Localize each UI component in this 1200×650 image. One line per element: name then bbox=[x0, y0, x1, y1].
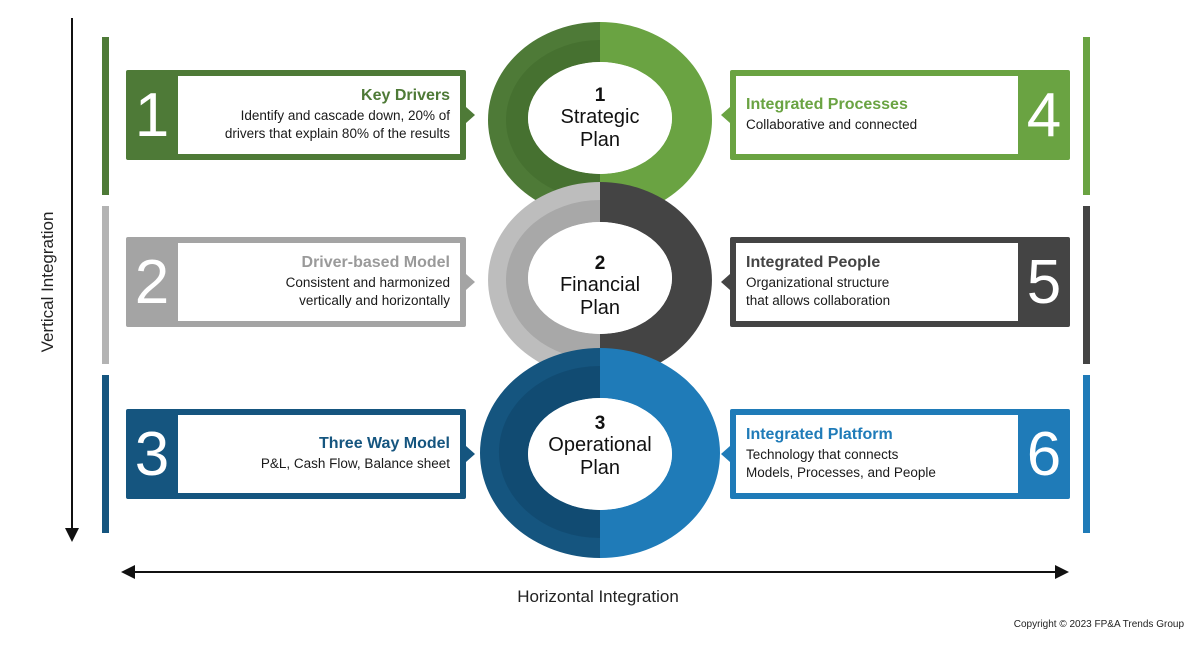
box-title: Integrated Processes bbox=[746, 96, 908, 113]
right-arrow-icon bbox=[1055, 565, 1069, 579]
plan-number: 3 bbox=[594, 413, 606, 434]
box-card: Three Way Model P&L, Cash Flow, Balance … bbox=[178, 415, 460, 493]
box-desc-line1: P&L, Cash Flow, Balance sheet bbox=[260, 456, 450, 471]
box-number: 6 bbox=[1026, 419, 1062, 489]
vertical-axis-label: Vertical Integration bbox=[38, 211, 57, 353]
box-key-drivers: 1 Key Drivers Identify and cascade down,… bbox=[126, 70, 466, 160]
box-number: 3 bbox=[134, 419, 170, 489]
box-driver-based-model: 2 Driver-based Model Consistent and harm… bbox=[126, 237, 466, 327]
right-bar-dark bbox=[1083, 206, 1090, 364]
box-desc-line1: Consistent and harmonized bbox=[285, 275, 450, 290]
pointer-arrow-icon bbox=[466, 107, 475, 123]
financial-plan-ring bbox=[488, 182, 712, 378]
box-integrated-processes: 4 Integrated Processes Collaborative and… bbox=[730, 70, 1070, 160]
box-integrated-platform: 6 Integrated Platform Technology that co… bbox=[730, 409, 1070, 499]
right-bar-green bbox=[1083, 37, 1090, 195]
box-number: 5 bbox=[1026, 247, 1062, 317]
box-card: Key Drivers Identify and cascade down, 2… bbox=[178, 76, 460, 154]
down-arrow-icon bbox=[65, 528, 79, 542]
strategic-plan-label: 1 Strategic Plan bbox=[530, 86, 670, 152]
plan-name-line1: Strategic bbox=[560, 106, 640, 128]
financial-plan-label: 2 Financial Plan bbox=[530, 254, 670, 320]
copyright-text: Copyright © 2023 FP&A Trends Group bbox=[1013, 619, 1184, 630]
plan-name-line1: Financial bbox=[559, 274, 641, 296]
box-desc-line1: Technology that connects bbox=[746, 447, 899, 462]
left-bar-blue bbox=[102, 375, 109, 533]
pointer-arrow-icon bbox=[466, 274, 475, 290]
left-bar-green bbox=[102, 37, 109, 195]
right-bar-blue bbox=[1083, 375, 1090, 533]
operational-plan-ring bbox=[480, 348, 720, 558]
plan-name-line1: Operational bbox=[548, 434, 652, 456]
box-desc-line1: Collaborative and connected bbox=[746, 117, 918, 132]
plan-number: 2 bbox=[594, 253, 606, 274]
box-number: 4 bbox=[1026, 80, 1062, 150]
box-integrated-people: 5 Integrated People Organizational struc… bbox=[730, 237, 1070, 327]
box-title: Integrated Platform bbox=[746, 426, 893, 443]
vertical-axis-line bbox=[71, 18, 73, 532]
box-card: Integrated Processes Collaborative and c… bbox=[736, 76, 1018, 154]
box-title: Key Drivers bbox=[361, 87, 450, 104]
box-desc-line2: drivers that explain 80% of the results bbox=[224, 126, 450, 141]
box-title: Driver-based Model bbox=[301, 254, 450, 271]
box-desc-line2: Models, Processes, and People bbox=[746, 465, 936, 480]
box-card: Driver-based Model Consistent and harmon… bbox=[178, 243, 460, 321]
left-bar-gray bbox=[102, 206, 109, 364]
box-number: 2 bbox=[134, 247, 170, 317]
box-card: Integrated People Organizational structu… bbox=[736, 243, 1018, 321]
box-desc-line1: Organizational structure bbox=[746, 275, 890, 290]
plan-number: 1 bbox=[594, 85, 606, 106]
box-desc-line2: that allows collaboration bbox=[746, 293, 891, 308]
pointer-arrow-icon bbox=[466, 446, 475, 462]
plan-rings-graphic bbox=[480, 22, 720, 558]
pointer-arrow-icon bbox=[721, 107, 730, 123]
box-title: Integrated People bbox=[746, 254, 881, 271]
box-desc-line2: vertically and horizontally bbox=[299, 293, 450, 308]
plan-name-line2: Plan bbox=[579, 457, 621, 479]
box-title: Three Way Model bbox=[319, 435, 450, 452]
horizontal-axis-line bbox=[132, 571, 1058, 573]
box-card: Integrated Platform Technology that conn… bbox=[736, 415, 1018, 493]
plan-name-line2: Plan bbox=[579, 297, 621, 319]
horizontal-axis-label: Horizontal Integration bbox=[517, 587, 679, 606]
box-three-way-model: 3 Three Way Model P&L, Cash Flow, Balanc… bbox=[126, 409, 466, 499]
plan-name-line2: Plan bbox=[579, 129, 621, 151]
strategic-plan-ring bbox=[488, 22, 712, 218]
left-arrow-icon bbox=[121, 565, 135, 579]
pointer-arrow-icon bbox=[721, 446, 730, 462]
operational-plan-label: 3 Operational Plan bbox=[530, 414, 670, 480]
pointer-arrow-icon bbox=[721, 274, 730, 290]
box-number: 1 bbox=[134, 80, 170, 150]
box-desc-line1: Identify and cascade down, 20% of bbox=[240, 108, 450, 123]
